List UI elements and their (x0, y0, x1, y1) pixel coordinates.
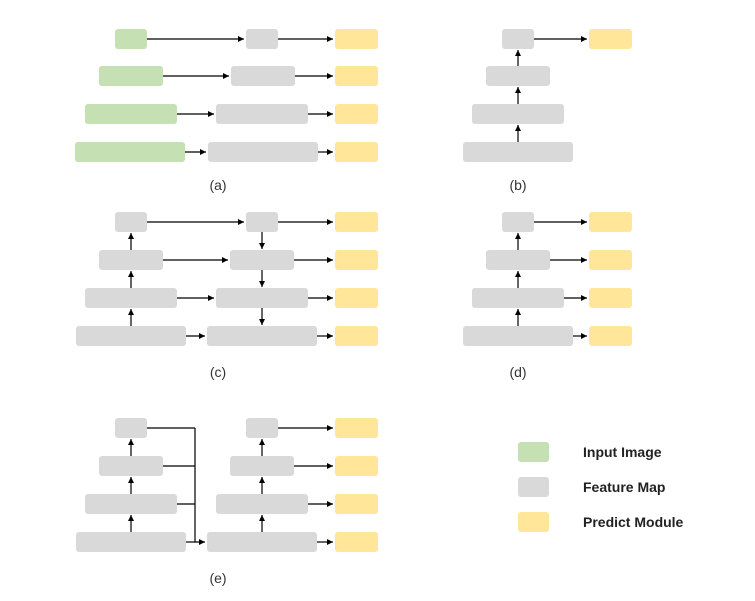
feature-map-box (231, 66, 295, 86)
predict-module-box (335, 142, 378, 162)
predict-module-box (335, 326, 378, 346)
feature-map-box (463, 326, 573, 346)
caption-b: (b) (509, 177, 526, 193)
feature-map-box (216, 104, 308, 124)
predict-module-box (335, 66, 378, 86)
feature-map-box (472, 288, 564, 308)
predict-module-box (335, 532, 378, 552)
fusion-bus (194, 428, 205, 545)
predict-module-box (589, 212, 632, 232)
input-image-box (99, 66, 163, 86)
output-feature-box (246, 418, 278, 438)
bottom-up-feature-box (85, 288, 177, 308)
output-feature-box (216, 494, 308, 514)
input-image-box (115, 29, 147, 49)
predict-module-box (335, 494, 378, 514)
output-feature-box (207, 532, 317, 552)
predict-module-box (335, 29, 378, 49)
legend-swatch (518, 442, 549, 462)
feature-map-box (486, 250, 550, 270)
predict-module-box (335, 288, 378, 308)
bottom-up-feature-box (115, 212, 147, 232)
caption-d: (d) (509, 364, 526, 380)
predict-module-box (335, 104, 378, 124)
feature-map-box (486, 66, 550, 86)
legend-label: Predict Module (583, 514, 684, 530)
legend-label: Input Image (583, 444, 662, 460)
top-down-feature-box (230, 250, 294, 270)
panel-b (463, 29, 632, 162)
caption-c: (c) (210, 364, 226, 380)
legend-swatch (518, 477, 549, 497)
feature-map-box (246, 29, 278, 49)
predict-module-box (589, 326, 632, 346)
feature-map-box (502, 212, 534, 232)
feature-map-box (208, 142, 318, 162)
caption-e: (e) (209, 570, 226, 586)
output-feature-box (230, 456, 294, 476)
input-image-box (85, 104, 177, 124)
panel-e (76, 418, 378, 552)
input-image-box (75, 142, 185, 162)
panel-a (75, 29, 378, 162)
bottom-up-feature-box (85, 494, 177, 514)
panel-c (76, 212, 378, 346)
predict-module-box (589, 29, 632, 49)
bottom-up-feature-box (99, 250, 163, 270)
top-down-feature-box (216, 288, 308, 308)
top-down-feature-box (246, 212, 278, 232)
predict-module-box (335, 250, 378, 270)
feature-map-box (463, 142, 573, 162)
predict-module-box (335, 456, 378, 476)
bottom-up-feature-box (76, 532, 186, 552)
feature-map-box (472, 104, 564, 124)
bottom-up-feature-box (115, 418, 147, 438)
predict-module-box (335, 418, 378, 438)
predict-module-box (589, 250, 632, 270)
legend-label: Feature Map (583, 479, 665, 495)
panel-d (463, 212, 632, 346)
legend-swatch (518, 512, 549, 532)
bottom-up-feature-box (76, 326, 186, 346)
predict-module-box (335, 212, 378, 232)
bottom-up-feature-box (99, 456, 163, 476)
predict-module-box (589, 288, 632, 308)
top-down-feature-box (207, 326, 317, 346)
caption-a: (a) (209, 177, 226, 193)
feature-map-box (502, 29, 534, 49)
